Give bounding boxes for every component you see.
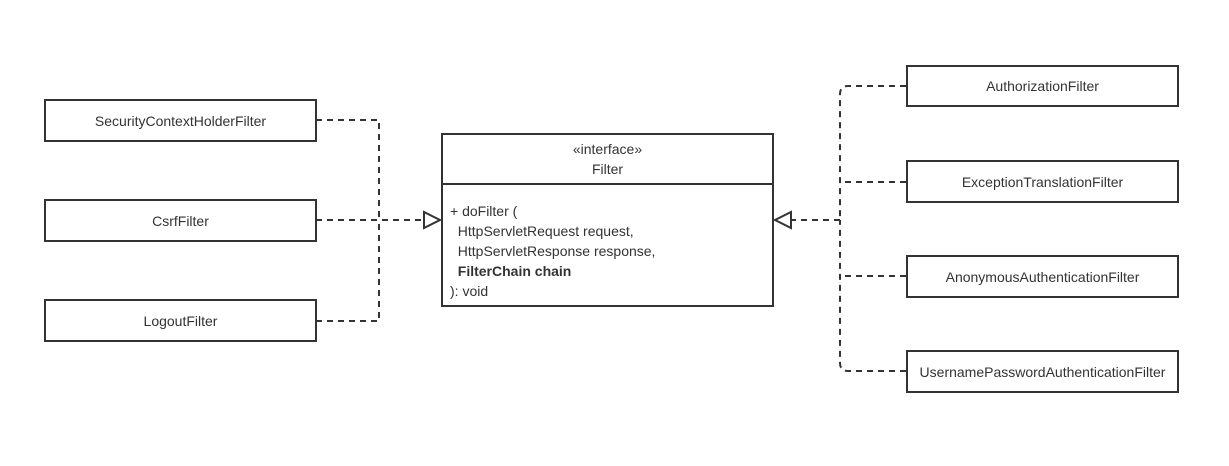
security-context-holder-filter-label: SecurityContextHolderFilter — [94, 112, 267, 129]
authorization-filter-label: AuthorizationFilter — [986, 78, 1099, 94]
method-line-bold: FilterChain chain — [450, 263, 572, 279]
edge-authorization-filter — [839, 85, 906, 220]
edge-logout-filter — [316, 220, 380, 322]
authorization-filter-box: AuthorizationFilter — [906, 65, 1179, 107]
logout-filter-label: LogoutFilter — [143, 312, 218, 329]
interface-stereotype: «interface» — [572, 141, 643, 157]
username-password-authentication-filter-label: UsernamePasswordAuthenticationFilter — [919, 363, 1166, 380]
edge-security-context-holder-filter — [316, 119, 380, 220]
username-password-authentication-filter-box: UsernamePasswordAuthenticationFilter — [906, 350, 1179, 393]
anonymous-authentication-filter-label: AnonymousAuthenticationFilter — [945, 268, 1140, 285]
exception-translation-filter-label: ExceptionTranslationFilter — [961, 173, 1124, 190]
filter-interface-header: «interface» Filter — [443, 135, 772, 185]
method-line: + doFilter ( — [450, 203, 518, 219]
edge-username-password-authentication-filter — [839, 220, 906, 372]
filter-interface-methods: + doFilter ( HttpServletRequest request,… — [443, 185, 772, 301]
csrf-filter-box: CsrfFilter — [44, 199, 317, 242]
csrf-filter-label: CsrfFilter — [152, 212, 209, 229]
anonymous-authentication-filter-box: AnonymousAuthenticationFilter — [906, 255, 1179, 298]
interface-name: Filter — [591, 161, 624, 177]
method-line: ): void — [450, 283, 489, 299]
right-realization-arrowhead — [772, 210, 792, 230]
method-line: HttpServletRequest request, — [450, 223, 634, 239]
logout-filter-box: LogoutFilter — [44, 299, 317, 342]
left-realization-arrowhead — [423, 210, 443, 230]
filter-interface-box: «interface» Filter + doFilter ( HttpServ… — [441, 133, 774, 307]
exception-translation-filter-box: ExceptionTranslationFilter — [906, 160, 1179, 203]
security-context-holder-filter-box: SecurityContextHolderFilter — [44, 99, 317, 142]
method-line: HttpServletResponse response, — [450, 243, 656, 259]
